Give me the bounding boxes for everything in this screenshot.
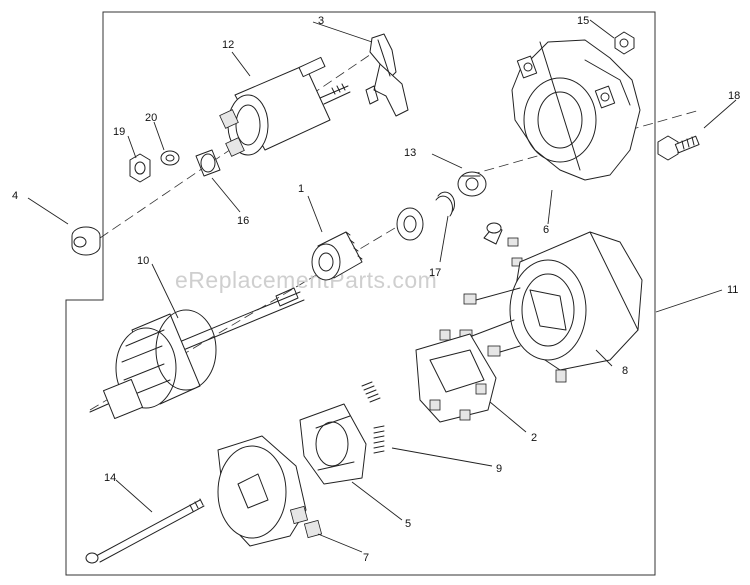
assembly-frame (65, 11, 656, 576)
part-collar-13 (457, 171, 487, 197)
part-plate-5 (299, 403, 367, 485)
part-nut-15 (614, 31, 635, 55)
part-nut-19 (129, 153, 151, 183)
callout-7: 7 (363, 552, 369, 564)
part-boot-16 (195, 149, 221, 177)
callout-15: 15 (577, 15, 589, 27)
leader-lines (27, 19, 737, 553)
callout-5: 5 (405, 518, 411, 530)
callout-10: 10 (137, 255, 149, 267)
callout-18: 18 (728, 90, 740, 102)
part-spring-a (361, 381, 381, 403)
callout-9: 9 (496, 463, 502, 475)
callout-11: 11 (727, 284, 738, 296)
part-through-bolt-14 (85, 498, 205, 564)
part-bolt-18 (657, 135, 700, 161)
watermark: eReplacementParts.com (175, 267, 437, 293)
callout-labels: 1 2 3 4 5 6 7 8 9 10 11 12 13 14 15 16 1… (12, 15, 740, 564)
part-housing-6 (511, 39, 641, 181)
part-washer-20 (160, 150, 180, 166)
callout-14: 14 (104, 472, 116, 484)
part-spring-9 (373, 425, 385, 454)
callout-3: 3 (318, 15, 324, 27)
part-solenoid-12 (219, 56, 351, 157)
callout-17: 17 (429, 267, 441, 279)
axis-housing (469, 109, 701, 176)
part-ring-17 (435, 191, 455, 217)
callout-16: 16 (237, 215, 249, 227)
callout-8: 8 (622, 365, 628, 377)
part-yoke-8 (459, 231, 643, 383)
callout-13: 13 (404, 147, 416, 159)
part-clutch-1 (311, 231, 363, 281)
part-lever-3 (365, 33, 409, 117)
part-armature-10 (89, 287, 305, 420)
callout-1: 1 (298, 183, 304, 195)
part-stop-17 (396, 207, 424, 241)
callout-20: 20 (145, 112, 157, 124)
callout-19: 19 (113, 126, 125, 138)
callout-12: 12 (222, 39, 234, 51)
part-grommet (71, 226, 101, 256)
callout-2: 2 (531, 432, 537, 444)
callout-6: 6 (543, 224, 549, 236)
part-brush-holder-2 (415, 329, 497, 423)
part-brush-spring (483, 222, 523, 267)
callout-4: 4 (12, 190, 18, 202)
part-end-cover-7 (217, 435, 323, 547)
